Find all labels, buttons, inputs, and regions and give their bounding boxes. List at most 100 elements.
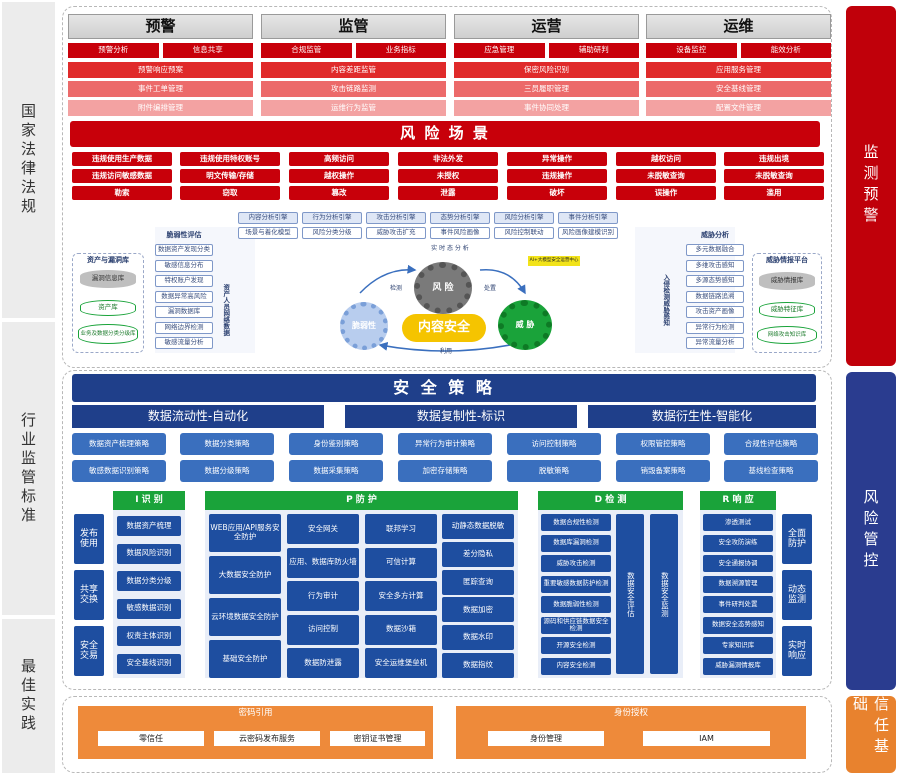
- weakness-gear-label: 脆弱性: [352, 321, 376, 331]
- protect-item: 应用、数据库防火墙: [287, 547, 359, 578]
- column-row-item: 预警响应预案: [68, 62, 253, 78]
- vuln-assess-item: 数据异常高风险: [155, 290, 213, 303]
- risk-scene-item: 明文传输/存储: [180, 169, 280, 183]
- strategy-title: 安 全 策 略: [72, 374, 816, 402]
- vuln-assess-item: 漏洞数据库: [155, 306, 213, 318]
- right-side-label: 入侵检测威胁感知: [661, 274, 670, 326]
- detect-item: 源码和供应链数据安全检测: [541, 616, 611, 634]
- column-title-3: 运维: [646, 14, 831, 39]
- risk-scene-item: 非法外发: [398, 152, 498, 166]
- iam-box: IAM: [643, 731, 770, 746]
- risk-scene-item: 勒索: [72, 186, 172, 200]
- vuln-assess-item: 敏感信息分布: [155, 259, 213, 272]
- column-title-2: 运营: [454, 14, 639, 39]
- risk-scene-item: 违规出境: [724, 152, 824, 166]
- protect-item: 联邦学习: [365, 514, 437, 544]
- analysis-engine: 内容分析引擎: [238, 212, 298, 224]
- ai-badge: AI+大模型安全运营中心: [528, 256, 580, 266]
- identify-title: I 识 别: [113, 491, 185, 510]
- respond-item: 专家知识库: [703, 637, 773, 654]
- identify-item: 数据资产梳理: [117, 516, 181, 536]
- detect-eval-column: 数据安全评估: [616, 514, 644, 674]
- respond-item: 数据安全态势感知: [703, 616, 773, 634]
- risk-scene-item: 违规访问敏感数据: [72, 169, 172, 183]
- realtime-label: 实 时 态 分 析: [431, 244, 469, 252]
- risk-scene-item: 窃取: [180, 186, 280, 200]
- detect-item: 数据库漏洞检测: [541, 534, 611, 552]
- respond-item: 威胁漏洞情报库: [703, 657, 773, 675]
- feature-db-icon: [759, 302, 815, 318]
- intel-platform-box: [752, 253, 822, 353]
- asset-db-label: 资产库: [98, 303, 118, 312]
- threat-analysis-item: 多维攻击感知: [686, 259, 744, 272]
- risk-scene-item: 违规操作: [507, 169, 607, 183]
- respond-item: 渗透测试: [703, 514, 773, 531]
- strategy-sub-title: 数据复制性-标识: [345, 405, 577, 428]
- analysis-engine-item: 风险分类分级: [302, 227, 362, 239]
- analysis-engine: 攻击分析引擎: [366, 212, 426, 224]
- column-row-item: 安全基线管理: [646, 81, 831, 97]
- analysis-engine: 行为分析引擎: [302, 212, 362, 224]
- column-row-item: 三员履职管理: [454, 81, 639, 97]
- column-pair-item: 预警分析: [68, 43, 159, 58]
- respond-item: 事件研判处置: [703, 596, 773, 613]
- protect-item: 匿踪查询: [442, 569, 514, 595]
- asset-db-icon: [80, 300, 136, 316]
- arrow-label-detect: 检测: [389, 284, 402, 292]
- column-title-0: 预警: [68, 14, 253, 39]
- vuln-assess-item: 特权账户发现: [155, 275, 213, 287]
- risk-scene-item: 未脱敏查询: [724, 169, 824, 183]
- column-pair-item: 辅助研判: [548, 43, 639, 58]
- strategy-item: 数据分类策略: [180, 433, 274, 455]
- identify-item: 数据分类分级: [117, 571, 181, 591]
- column-row-item: 事件协同处理: [454, 100, 639, 116]
- respond-item: 安全通报协调: [703, 555, 773, 572]
- risk-scene-item: 篡改: [289, 186, 389, 200]
- detect-item: 内容安全检测: [541, 657, 611, 675]
- column-pair-item: 应急管理: [454, 43, 545, 58]
- protect-item: 大数据安全防护: [209, 556, 281, 594]
- analysis-engine: 事件分析引擎: [558, 212, 618, 224]
- capability-group-label: 全面防护: [782, 514, 812, 564]
- risk-scene-item: 异常操作: [507, 152, 607, 166]
- arrow-label-exploit: 利用: [439, 347, 452, 355]
- detect-item: 威胁攻击检测: [541, 555, 611, 572]
- threat-analysis-item: 异常流量分析: [686, 337, 744, 349]
- identity-mgmt-box: 身份管理: [488, 731, 604, 746]
- right-section-monitor: 监测预警: [846, 6, 896, 366]
- risk-gear-label: 风 险: [432, 282, 454, 293]
- column-row-item: 运维行为监管: [261, 100, 446, 116]
- detect-item: 开源安全检测: [541, 637, 611, 654]
- protect-item: 云环境数据安全防护: [209, 598, 281, 636]
- column-pair-item: 业务指标: [355, 43, 446, 58]
- intel-db-label: 威胁情报库: [770, 276, 804, 285]
- detect-item: 重要敏感数据防护检测: [541, 575, 611, 593]
- weakness-gear-icon: 脆弱性: [340, 302, 388, 350]
- respond-item: 数据溯源管理: [703, 575, 773, 593]
- top-dashed-area: [62, 6, 832, 368]
- vuln-db-label: 漏洞信息库: [91, 274, 125, 283]
- threat-analysis-title: 威胁分析: [701, 231, 729, 240]
- left-section-practice-label: 最佳实践: [19, 658, 37, 734]
- asset-library-box: [72, 253, 144, 353]
- column-row-item: 攻击链路监测: [261, 81, 446, 97]
- protect-item: 可信计算: [365, 547, 437, 578]
- class-db-label: 业务及数据分类分级库: [80, 330, 136, 337]
- left-section-industry: 行业监管标准: [2, 322, 55, 615]
- column-pair-item: 设备监控: [646, 43, 737, 58]
- vuln-assess-title: 脆弱性评估: [166, 231, 202, 240]
- detect-item: 数据合规性检测: [541, 514, 611, 531]
- protect-item: 行为审计: [287, 581, 359, 611]
- left-section-practice: 最佳实践: [2, 619, 55, 773]
- protect-title: P 防 护: [205, 491, 518, 510]
- strategy-item: 加密存储策略: [398, 460, 492, 482]
- left-side-label: 资产人员网络数据: [221, 284, 230, 336]
- column-row-item: 内容差距监管: [261, 62, 446, 78]
- identify-item: 数据风险识别: [117, 543, 181, 564]
- protect-item: 基础安全防护: [209, 640, 281, 678]
- risk-scene-title: 风 险 场 景: [70, 121, 820, 147]
- class-db-icon: [78, 324, 138, 344]
- strategy-item: 脱敏策略: [507, 460, 601, 482]
- protect-item: 数据水印: [442, 625, 514, 651]
- right-section-control-label: 风险管控: [861, 489, 880, 573]
